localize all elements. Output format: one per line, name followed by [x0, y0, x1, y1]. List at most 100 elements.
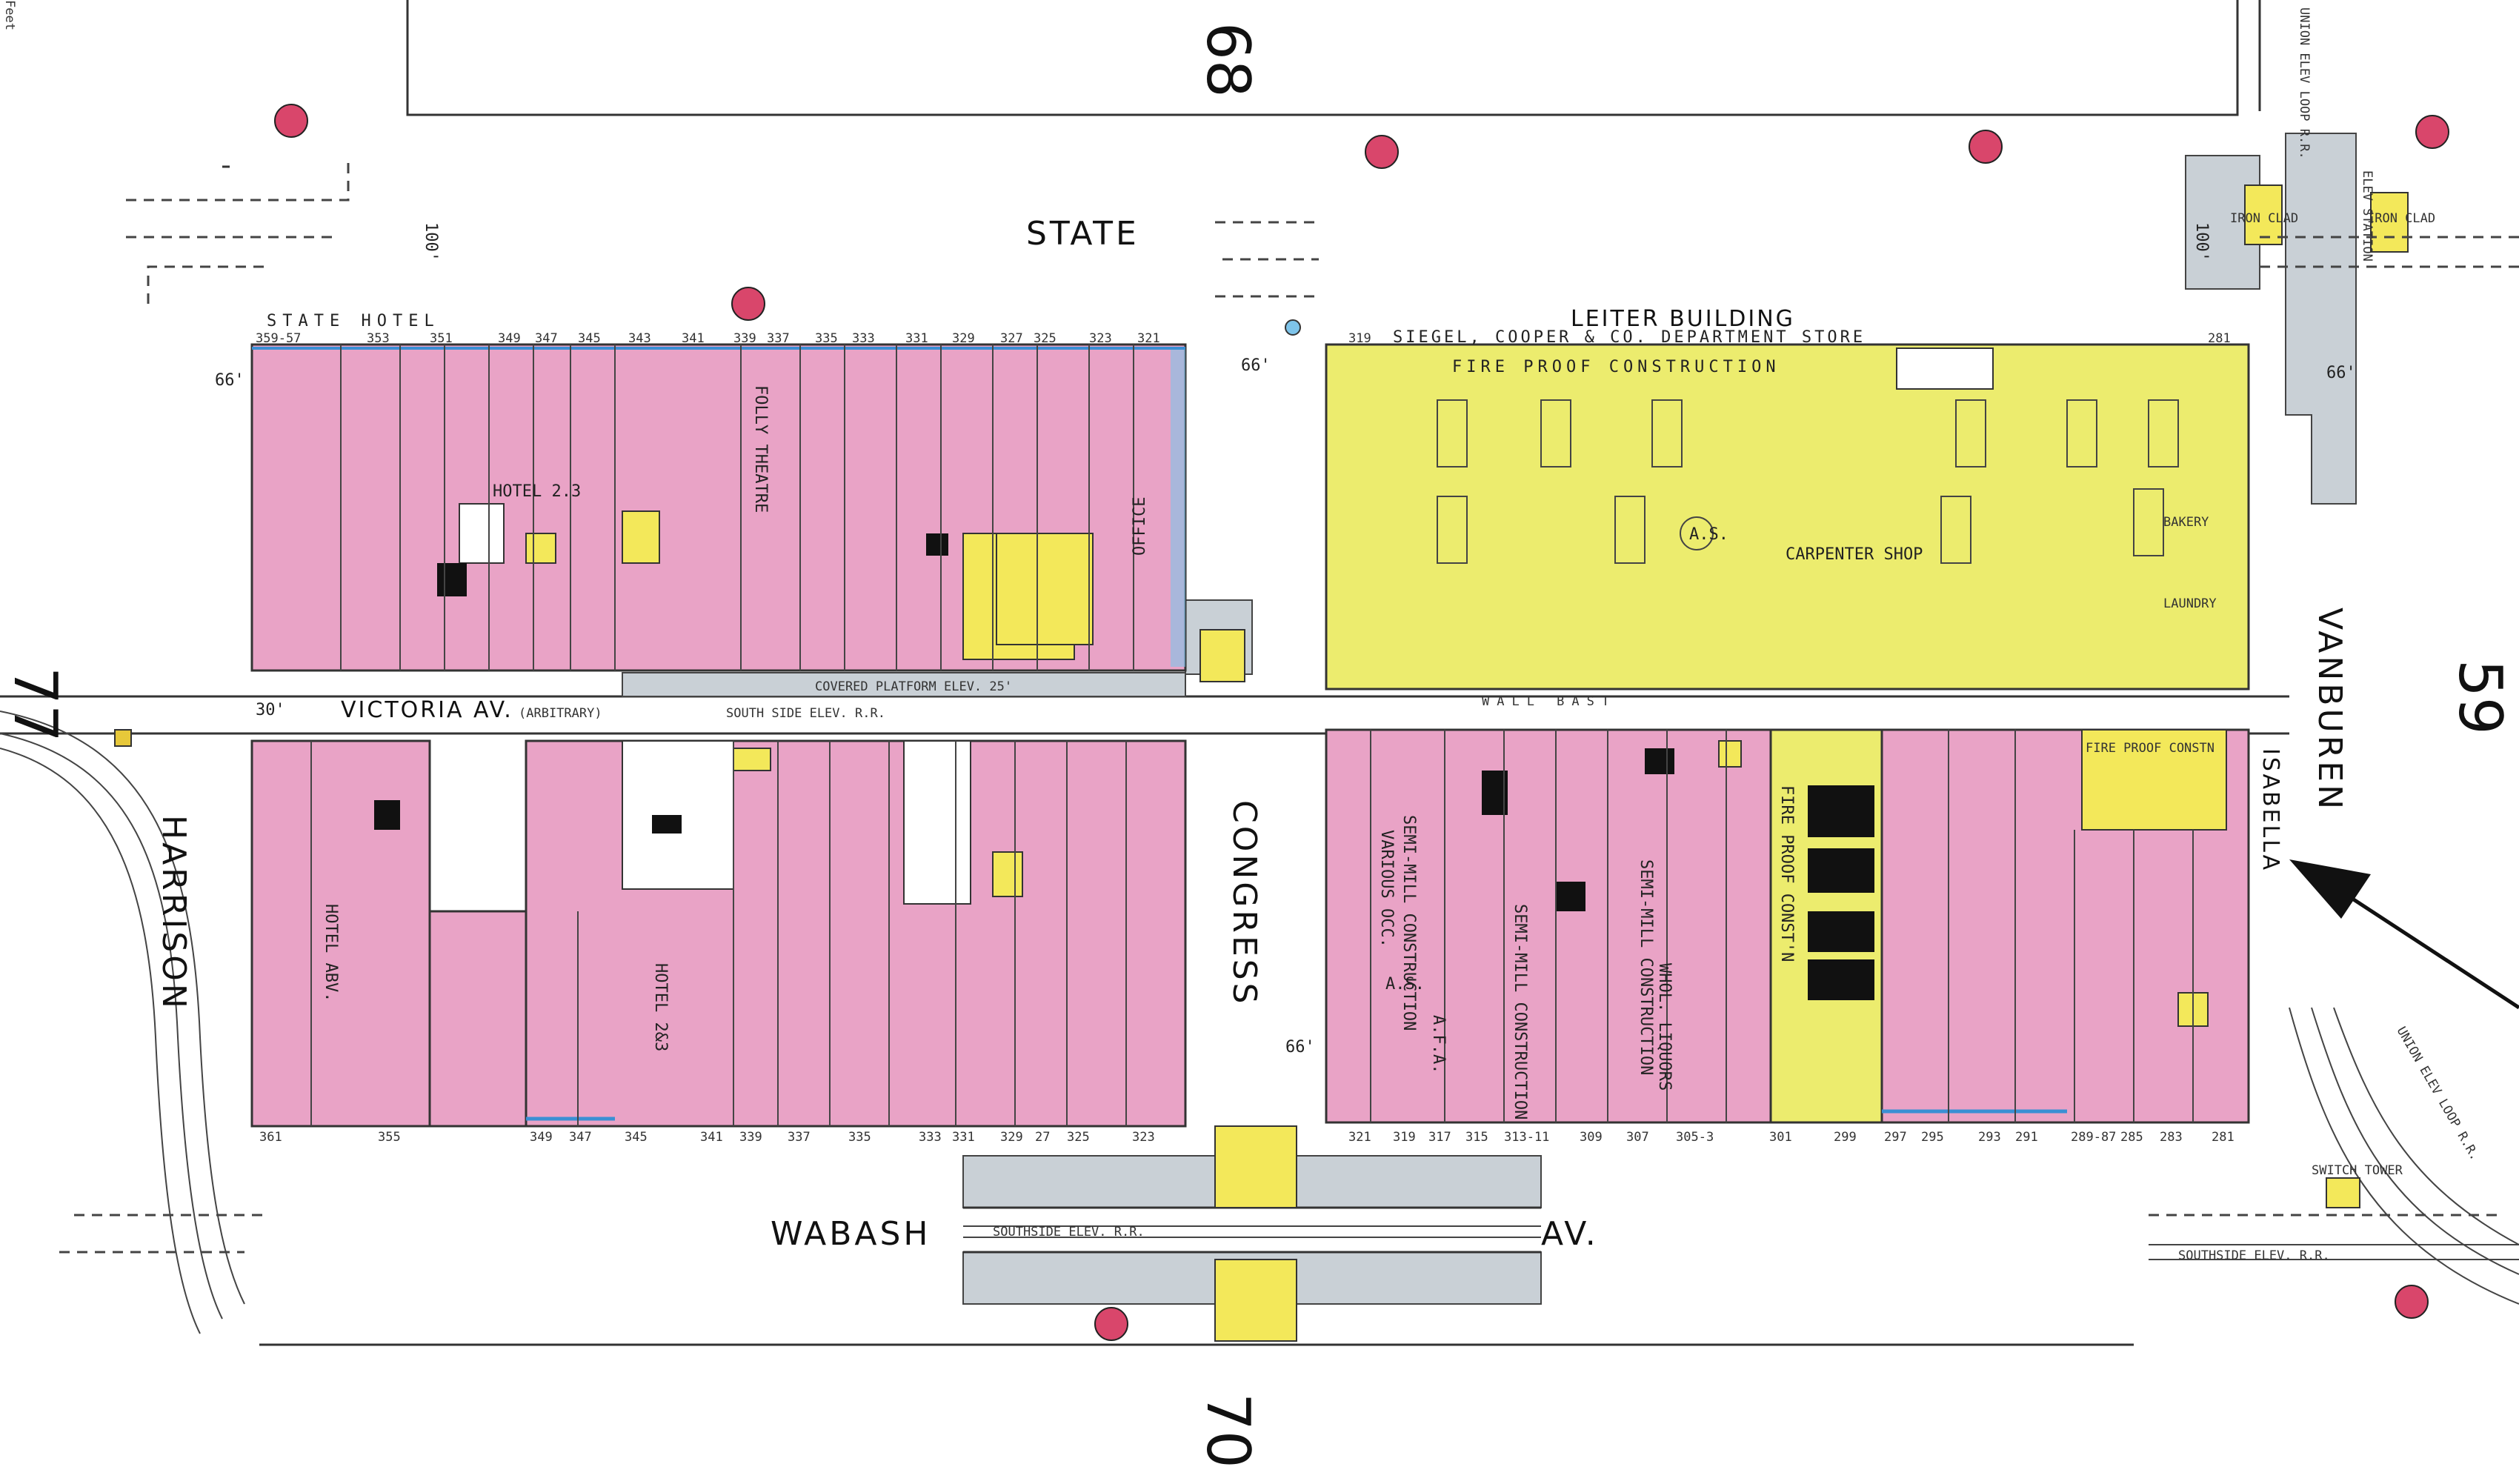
- label-leiter: LEITER BUILDING: [1571, 306, 1795, 332]
- dim-66-mid: 66': [1241, 356, 1271, 375]
- street-labels: STATE WABASH AV. HARRISON VANBUREN CONGR…: [155, 215, 2349, 1253]
- label-whol-liquors: WHOL. LIQUORS: [1655, 963, 1674, 1091]
- address-number: 361: [259, 1130, 282, 1145]
- label-hotel28: HOTEL 2&3: [651, 963, 670, 1051]
- label-fire-proof-constn: FIRE PROOF CONST'N: [1777, 785, 1796, 962]
- street-wabash: WABASH: [771, 1215, 931, 1253]
- address-number: 281: [2212, 1130, 2235, 1145]
- address-number: 345: [625, 1130, 648, 1145]
- label-laundry: LAUNDRY: [2163, 596, 2217, 611]
- curved-tracks-right: [2289, 1007, 2519, 1305]
- address-number: 285: [2120, 1130, 2143, 1145]
- water-mains: [59, 156, 2519, 1254]
- block-northwest: [250, 343, 1187, 672]
- sheet-number-left: 77: [1, 667, 70, 742]
- street-congress: CONGRESS: [1225, 800, 1263, 1007]
- label-semi-mill-3: SEMI-MILL CONSTRUCTION: [1637, 859, 1655, 1075]
- address-number: 341: [700, 1130, 723, 1145]
- address-number: 341: [682, 331, 705, 346]
- address-number: 307: [1626, 1130, 1649, 1145]
- label-fire-proof: FIRE PROOF CONSTRUCTION: [1452, 358, 1780, 376]
- address-number: 333: [919, 1130, 942, 1145]
- label-office: OFFICE: [1131, 497, 1149, 556]
- hydrant-blue-marker: [1285, 319, 1301, 336]
- label-iron-clad-2: IRON CLAD: [2367, 211, 2435, 226]
- address-number: 353: [367, 331, 390, 346]
- address-number: 313-11: [1504, 1130, 1549, 1145]
- elev-stations: [1199, 629, 2360, 1342]
- address-number: 337: [767, 331, 790, 346]
- yellow-marker: [114, 729, 132, 747]
- street-harrison: HARRISON: [155, 815, 193, 1011]
- sheet-number-top: 68: [1194, 22, 1262, 98]
- street-victoria: VICTORIA AV.: [341, 697, 513, 723]
- label-as-1: A.S.: [1689, 525, 1728, 544]
- label-switch-tower: SWITCH TOWER: [2312, 1163, 2403, 1178]
- address-number: 315: [1465, 1130, 1488, 1145]
- address-number: 329: [1000, 1130, 1023, 1145]
- address-number: 349: [498, 331, 521, 346]
- address-number: 335: [848, 1130, 871, 1145]
- address-number: 321: [1348, 1130, 1371, 1145]
- address-number: 319: [1348, 331, 1371, 346]
- hydrant-marker: [1365, 135, 1399, 169]
- address-number: 321: [1137, 331, 1160, 346]
- label-state-hotel: STATE HOTEL: [267, 312, 440, 330]
- address-number: 325: [1067, 1130, 1090, 1145]
- addresses-top: 359-57 353 351 349 347 345 343 341 339 3…: [256, 331, 2231, 346]
- curved-tracks-left: [0, 711, 245, 1334]
- hydrants: [114, 104, 2449, 1341]
- address-number: 337: [788, 1130, 811, 1145]
- address-number: 343: [628, 331, 651, 346]
- label-southside-rr-right: SOUTHSIDE ELEV. R.R.: [2178, 1248, 2330, 1263]
- label-siegel: SIEGEL, COOPER & CO. DEPARTMENT STORE: [1393, 328, 1866, 347]
- leiter-columns: [1437, 399, 2179, 564]
- address-number: 297: [1884, 1130, 1907, 1145]
- address-number: 355: [378, 1130, 401, 1145]
- address-number: 331: [905, 331, 928, 346]
- label-semi-mill-2: SEMI-MILL CONSTRUCTION: [1511, 904, 1529, 1119]
- label-covered-platform: COVERED PLATFORM ELEV. 25': [815, 679, 1012, 694]
- address-number: 301: [1769, 1130, 1792, 1145]
- dim-100-right: 100': [2192, 222, 2211, 262]
- address-number: 339: [733, 331, 756, 346]
- address-number: 351: [430, 331, 453, 346]
- block-southwest: [250, 739, 1187, 1128]
- hydrant-marker: [2395, 1285, 2429, 1319]
- street-wabash-av: AV.: [1541, 1215, 1599, 1253]
- address-number: 349: [530, 1130, 553, 1145]
- label-southside-rr-wabash: SOUTHSIDE ELEV. R.R.: [993, 1225, 1145, 1240]
- hydrant-marker: [1094, 1307, 1128, 1341]
- dim-66-lower: 66': [1285, 1038, 1315, 1057]
- address-number: 359-57: [256, 331, 301, 346]
- north-arrow: [2289, 859, 2519, 1010]
- address-number: 319: [1393, 1130, 1416, 1145]
- label-fire-proof-constn-small: FIRE PROOF CONSTN: [2086, 741, 2214, 756]
- label-iron-clad-1: IRON CLAD: [2230, 211, 2298, 226]
- address-number: 347: [569, 1130, 592, 1145]
- corner-scale-text: Feet: [2, 0, 17, 30]
- street-isabella: ISABELLA: [2257, 748, 2283, 872]
- label-bakery: BAKERY: [2163, 515, 2209, 530]
- address-number: 281: [2208, 331, 2231, 346]
- label-as-2: A.S.: [1385, 975, 1425, 994]
- address-number: 291: [2015, 1130, 2038, 1145]
- label-union-elev: UNION ELEV LOOP R.R.: [2297, 7, 2312, 159]
- label-union-elev-lower: UNION ELEV LOOP R.R.: [2394, 1025, 2483, 1163]
- label-carpenter: CARPENTER SHOP: [1786, 545, 1923, 564]
- street-lines: [222, 0, 2261, 1346]
- street-victoria-note: (ARBITRARY): [519, 706, 602, 721]
- street-state: STATE: [1026, 215, 1139, 253]
- label-south-side-elev: SOUTH SIDE ELEV. R.R.: [726, 706, 885, 721]
- street-vanburen: VANBUREN: [2311, 608, 2349, 812]
- address-number: 293: [1978, 1130, 2001, 1145]
- hydrant-marker: [1969, 130, 2003, 164]
- address-number: 333: [852, 331, 875, 346]
- address-number: 329: [952, 331, 975, 346]
- address-number: 295: [1921, 1130, 1944, 1145]
- addresses-bottom: 361 355 349 347 345 341 339 337 335 333 …: [259, 1130, 2235, 1145]
- sheet-numbers: 68 70 77 59: [1, 22, 2515, 1468]
- label-hotel-ab: HOTEL ABV.: [322, 904, 340, 1002]
- address-number: 347: [535, 331, 558, 346]
